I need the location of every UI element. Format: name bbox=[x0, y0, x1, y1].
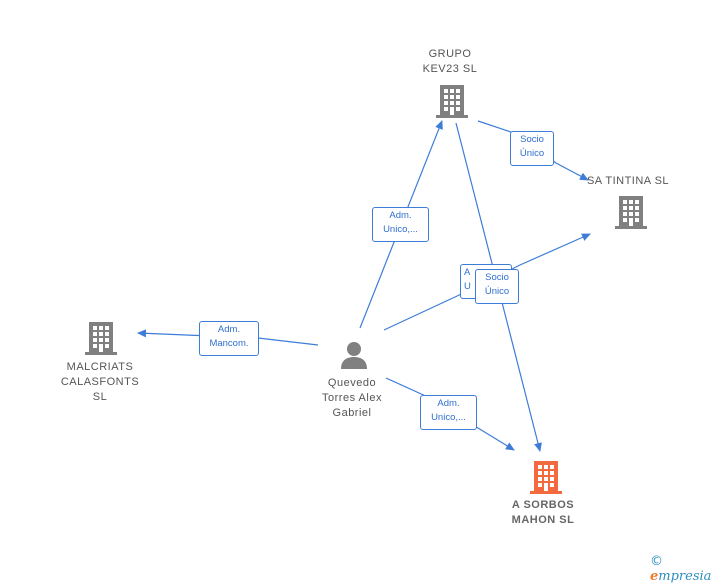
node-label-a-sorbos[interactable]: A SORBOS MAHON SL bbox=[511, 499, 575, 526]
node-label-quevedo[interactable]: Quevedo Torres Alex Gabriel bbox=[322, 377, 382, 419]
edge-label-adm-unico[interactable]: Adm. Unico,... bbox=[420, 395, 477, 430]
building-icon[interactable] bbox=[436, 83, 468, 119]
brand-logo: © empresia bbox=[650, 554, 712, 584]
node-label-grupo-kev23[interactable]: GRUPO KEV23 SL bbox=[422, 48, 478, 75]
edge-label-socio-unico[interactable]: Socio Único bbox=[510, 131, 554, 166]
node-label-sa-tintina[interactable]: SA TINTINA SL bbox=[586, 175, 670, 187]
node-label-malcriats[interactable]: MALCRIATS CALASFONTS SL bbox=[60, 361, 140, 403]
edge-label-adm-mancom[interactable]: Adm. Mancom. bbox=[199, 321, 259, 356]
building-icon[interactable] bbox=[615, 194, 647, 230]
building-icon[interactable] bbox=[85, 320, 117, 356]
edge-label-adm-unico[interactable]: Adm. Unico,... bbox=[372, 207, 429, 242]
person-icon[interactable] bbox=[339, 340, 369, 370]
edge-label-socio-unico[interactable]: Socio Único bbox=[475, 269, 519, 304]
building-icon[interactable] bbox=[530, 459, 562, 495]
